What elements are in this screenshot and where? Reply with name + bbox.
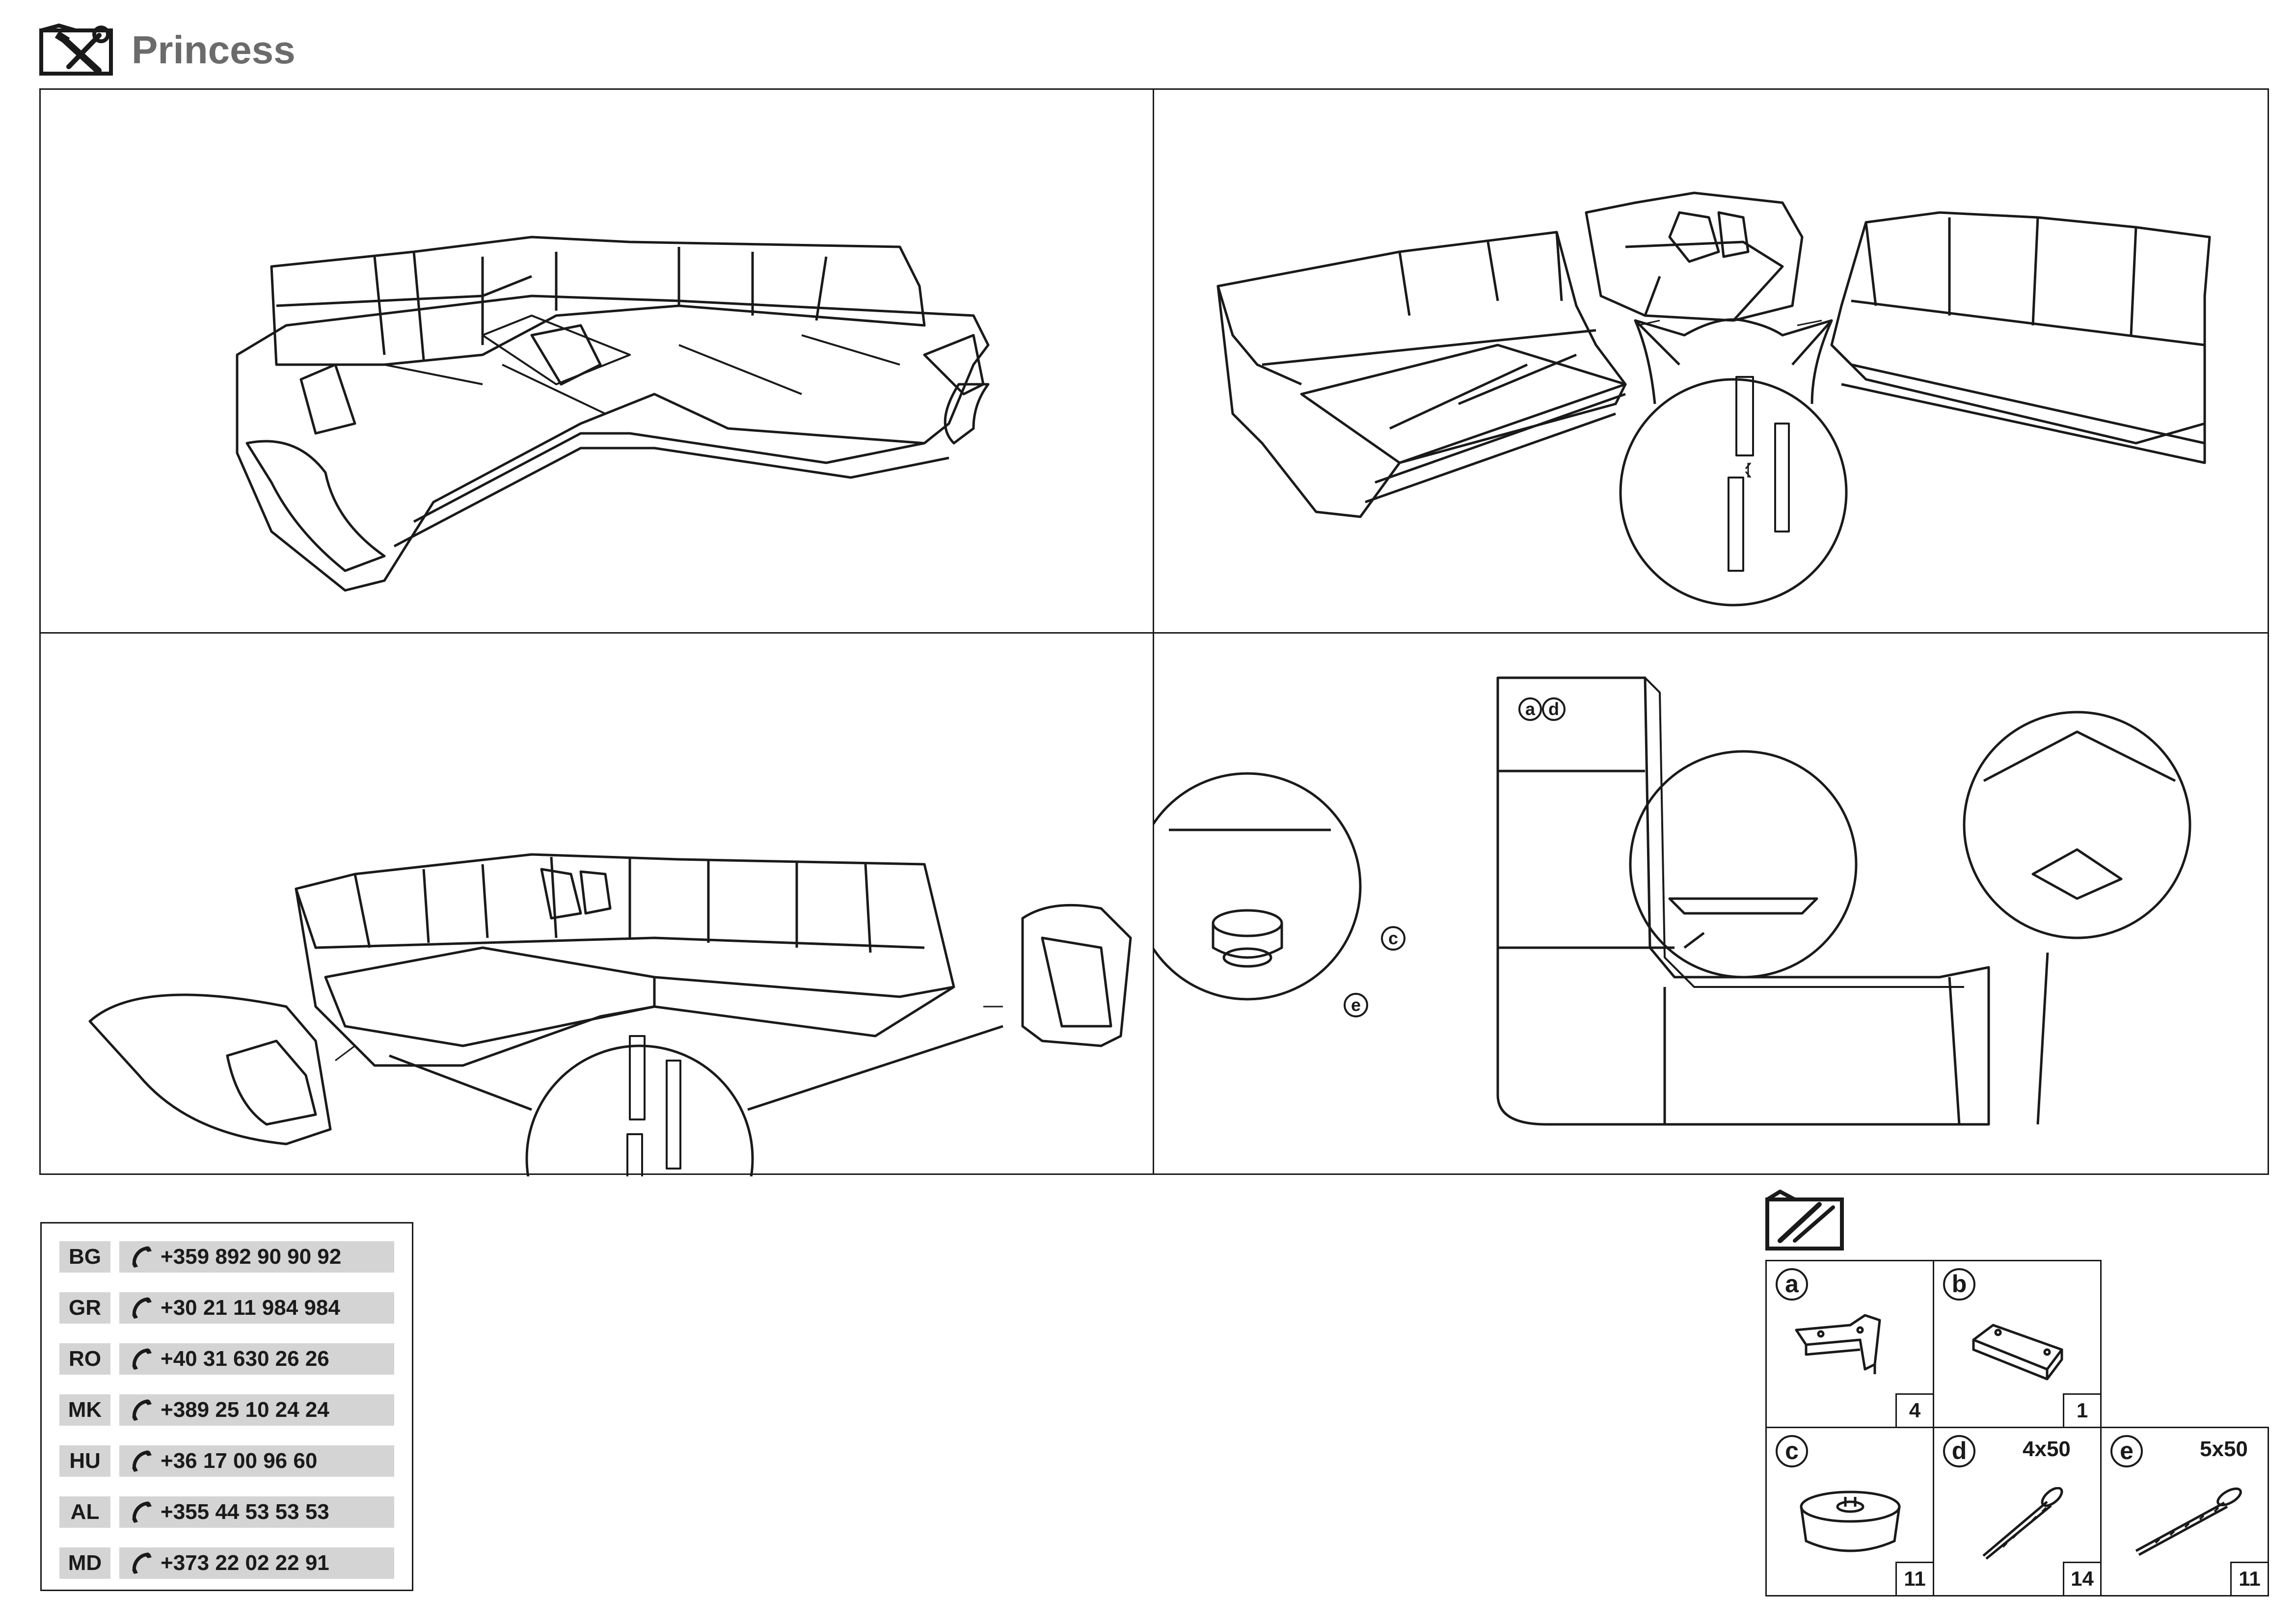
part-quantity: 14 bbox=[2063, 1562, 2100, 1595]
assembled-sofa-drawing bbox=[236, 236, 990, 592]
part-cell-d: d 4x50 14 bbox=[1933, 1427, 2102, 1596]
plan-label-a: a bbox=[1518, 697, 1542, 721]
country-code: RO bbox=[59, 1343, 110, 1375]
country-code: GR bbox=[59, 1292, 110, 1324]
part-quantity: 11 bbox=[1895, 1562, 1933, 1595]
part-letter: d bbox=[1943, 1435, 1975, 1467]
country-code: MK bbox=[59, 1394, 110, 1426]
sections-drawing bbox=[1216, 191, 2211, 607]
part-size: 5x50 bbox=[2200, 1437, 2248, 1461]
part-letter: b bbox=[1943, 1268, 1975, 1301]
armrest-drawing bbox=[88, 853, 1132, 1176]
base-plan-drawing bbox=[1154, 676, 2191, 1126]
part-letter: c bbox=[1776, 1435, 1808, 1467]
assembly-steps: a d b c e bbox=[39, 88, 2270, 1176]
phone-number[interactable]: +373 22 02 22 91 bbox=[161, 1551, 329, 1575]
part-round-foot-drawing bbox=[1796, 1487, 1904, 1563]
plan-label-d: d bbox=[1542, 697, 1566, 721]
hardware-kit-icon bbox=[1765, 1189, 1844, 1251]
part-quantity: 1 bbox=[2063, 1393, 2100, 1427]
phone-number[interactable]: +30 21 11 984 984 bbox=[161, 1296, 340, 1320]
step-2-panel bbox=[1154, 90, 2270, 632]
phone-field: +355 44 53 53 53 bbox=[119, 1496, 394, 1528]
phone-field: +30 21 11 984 984 bbox=[119, 1292, 394, 1324]
part-quantity: 4 bbox=[1895, 1393, 1933, 1427]
page-title: Princess bbox=[132, 28, 296, 72]
country-code: MD bbox=[59, 1547, 110, 1579]
part-screw-drawing bbox=[2121, 1487, 2249, 1563]
panel-divider-horizontal bbox=[41, 632, 2268, 634]
phone-number[interactable]: +359 892 90 90 92 bbox=[161, 1245, 342, 1269]
part-letter: a bbox=[1776, 1268, 1808, 1301]
part-corner-bracket-drawing bbox=[1791, 1310, 1899, 1386]
part-size: 4x50 bbox=[2023, 1437, 2071, 1461]
phone-field: +373 22 02 22 91 bbox=[119, 1547, 394, 1579]
step-4-panel: a d b c e bbox=[1154, 634, 2270, 1176]
phone-number[interactable]: +389 25 10 24 24 bbox=[161, 1398, 329, 1422]
part-quantity: 11 bbox=[2230, 1562, 2268, 1595]
phone-field: +359 892 90 90 92 bbox=[119, 1241, 394, 1273]
part-cell-c: c 11 bbox=[1765, 1427, 1934, 1596]
country-code: BG bbox=[59, 1241, 110, 1273]
country-code: HU bbox=[59, 1445, 110, 1477]
tools-icon bbox=[39, 23, 113, 76]
panel-divider-vertical bbox=[1153, 90, 1154, 1173]
phone-number[interactable]: +40 31 630 26 26 bbox=[161, 1347, 329, 1371]
phone-number[interactable]: +355 44 53 53 53 bbox=[161, 1500, 329, 1524]
plan-label-e: e bbox=[1344, 993, 1368, 1017]
phone-number[interactable]: +36 17 00 96 60 bbox=[161, 1449, 318, 1473]
part-cell-e: e 5x50 11 bbox=[2100, 1427, 2269, 1596]
country-code: AL bbox=[59, 1496, 110, 1528]
step-3-panel bbox=[41, 634, 1153, 1176]
phone-field: +389 25 10 24 24 bbox=[119, 1394, 394, 1426]
part-screw-drawing bbox=[1964, 1487, 2072, 1563]
step-1-panel bbox=[41, 90, 1153, 632]
part-straight-bracket-drawing bbox=[1964, 1310, 2072, 1386]
part-letter: e bbox=[2110, 1435, 2143, 1467]
phone-field: +40 31 630 26 26 bbox=[119, 1343, 394, 1375]
phone-field: +36 17 00 96 60 bbox=[119, 1445, 394, 1477]
plan-label-c: c bbox=[1381, 926, 1405, 951]
